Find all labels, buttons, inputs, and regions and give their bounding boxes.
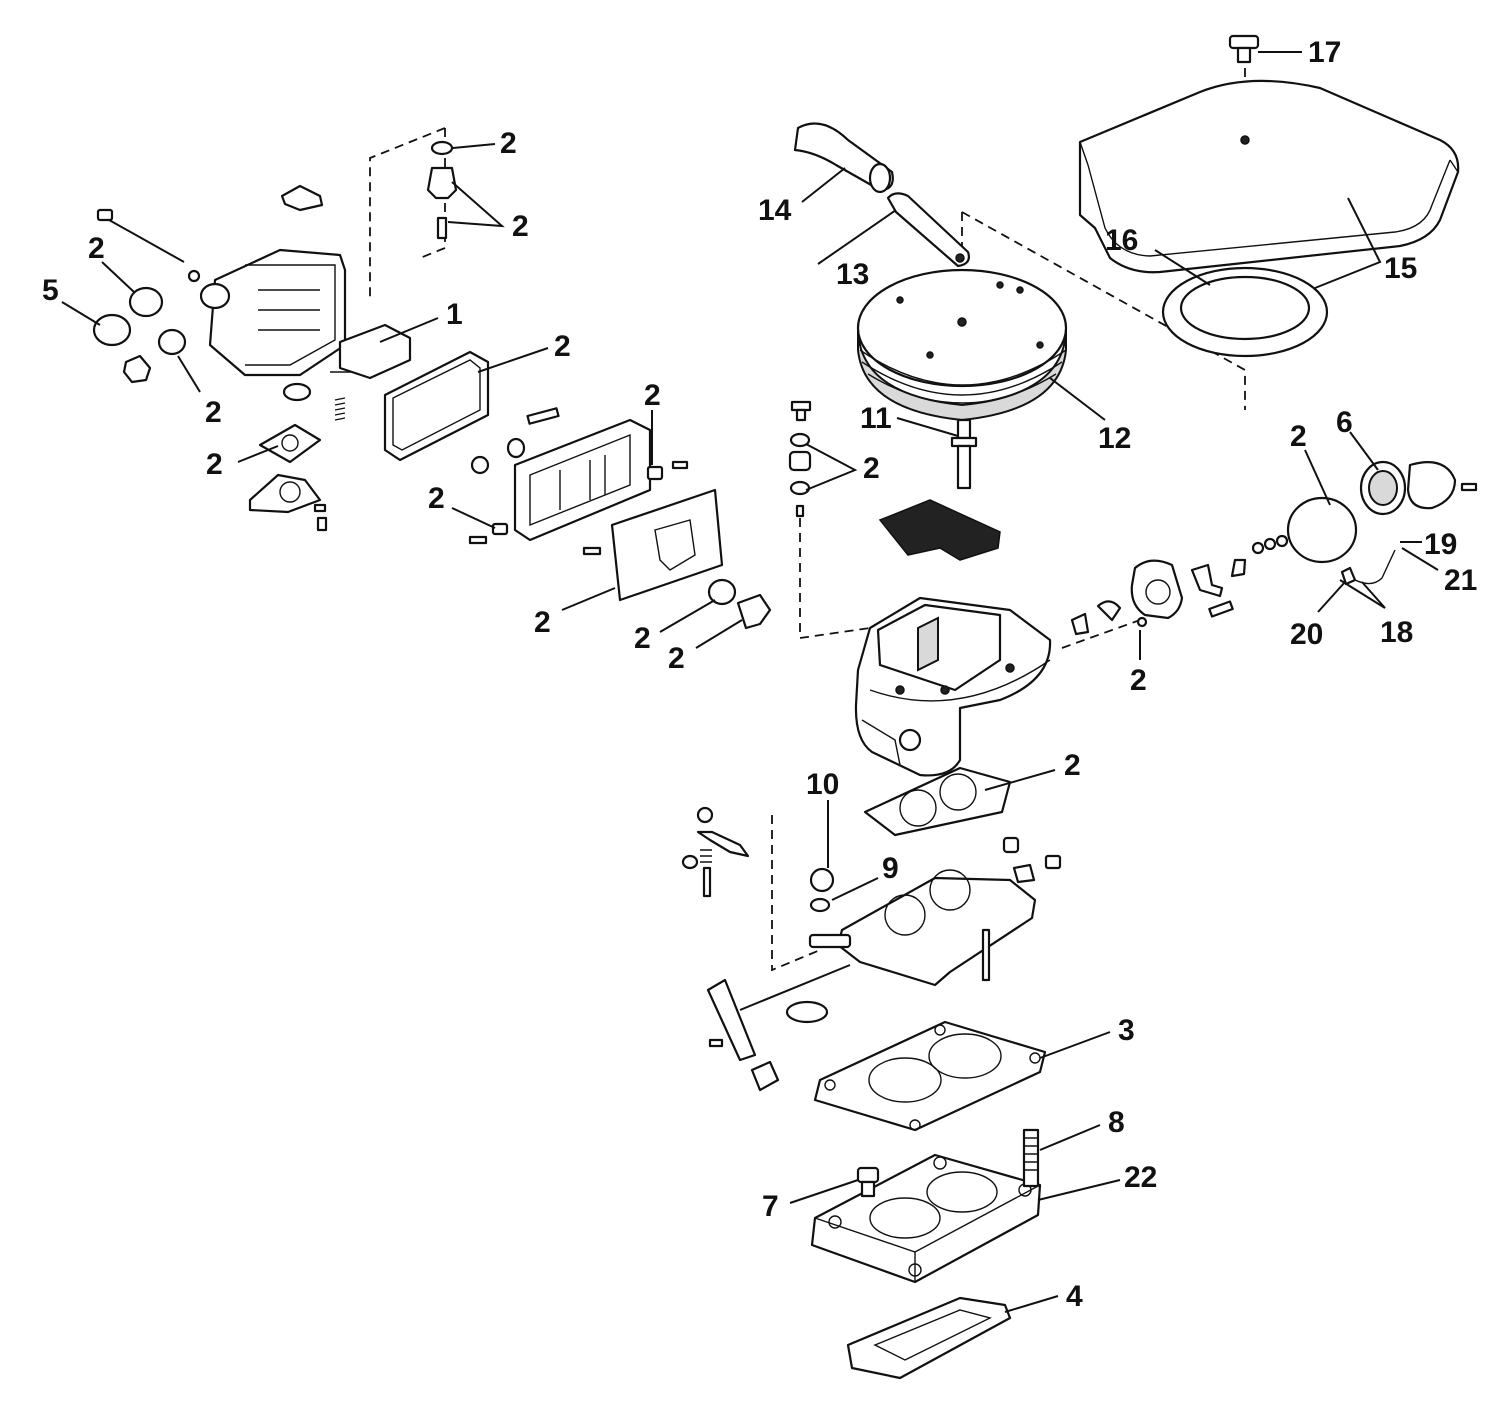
air-cleaner-gasket — [1161, 266, 1329, 358]
callout-2-l: 2 — [863, 452, 880, 485]
callout-2-j: 2 — [634, 622, 651, 655]
needle-seat — [426, 140, 458, 240]
callout-7: 7 — [762, 1190, 779, 1223]
callout-18: 18 — [1380, 616, 1413, 649]
metering-block — [513, 407, 652, 542]
callout-2-i: 2 — [534, 606, 551, 639]
callout-12: 12 — [1098, 422, 1131, 455]
choke-housing — [1070, 534, 1289, 636]
callout-2-m: 2 — [1290, 420, 1307, 453]
float — [330, 323, 412, 380]
callout-2-n: 2 — [1130, 664, 1147, 697]
flame-arrestor-plate — [878, 499, 1001, 561]
pump-diaphragm-parts — [248, 382, 346, 532]
clip — [280, 184, 324, 212]
carburetor-body — [854, 596, 1052, 777]
bottom-gasket — [846, 1296, 1012, 1380]
callout-21: 21 — [1444, 564, 1477, 597]
callout-13: 13 — [836, 258, 869, 291]
callout-2-k: 2 — [668, 642, 685, 675]
leader-lines — [61, 51, 1439, 1313]
power-valve — [707, 578, 772, 630]
callout-5: 5 — [42, 274, 59, 307]
plate-gasket — [610, 488, 724, 602]
small-screws-group — [468, 437, 689, 556]
left-fittings — [92, 269, 201, 384]
air-cleaner-element — [856, 268, 1068, 422]
callout-10: 10 — [806, 768, 839, 801]
hose-bracket — [886, 192, 970, 268]
cover-screw — [1228, 34, 1260, 64]
callout-2-g: 2 — [644, 379, 661, 412]
callout-labels: 17 2 2 2 5 2 1 2 2 2 2 2 2 2 14 13 16 15… — [42, 36, 1477, 1313]
callout-19: 19 — [1424, 528, 1457, 561]
callout-17: 17 — [1308, 36, 1341, 69]
callout-9: 9 — [882, 852, 899, 885]
socket-screw — [856, 1166, 880, 1198]
air-cleaner-cover — [1078, 79, 1460, 274]
callout-15: 15 — [1384, 252, 1417, 285]
callout-2-c: 2 — [88, 232, 105, 265]
spacer-stud — [1022, 1128, 1040, 1188]
vent-hose — [793, 122, 894, 194]
callout-6: 6 — [1336, 406, 1353, 439]
callout-2-f: 2 — [206, 448, 223, 481]
base-gasket — [813, 1020, 1047, 1132]
top-gasket — [863, 766, 1012, 837]
callout-3: 3 — [1118, 1014, 1135, 1047]
fuel-bowl — [199, 248, 347, 377]
callout-20: 20 — [1290, 618, 1323, 651]
throttle-linkage — [681, 806, 1062, 1092]
callout-14: 14 — [758, 194, 792, 227]
callout-4: 4 — [1066, 1280, 1083, 1313]
stud — [950, 418, 978, 490]
callout-2-h: 2 — [428, 482, 445, 515]
callout-16: 16 — [1105, 224, 1138, 257]
callout-2-e: 2 — [554, 330, 571, 363]
callout-8: 8 — [1108, 1106, 1125, 1139]
callout-11: 11 — [860, 402, 892, 435]
callout-2-o: 2 — [1064, 749, 1081, 782]
callout-1: 1 — [446, 298, 463, 331]
bowl-gasket — [383, 350, 490, 462]
choke-cover-assembly — [1286, 460, 1478, 586]
callout-2-a: 2 — [500, 127, 517, 160]
callout-2-b: 2 — [512, 210, 529, 243]
choke-small-parts — [788, 400, 812, 518]
long-bowl-screw — [96, 208, 185, 263]
throttle-body — [808, 869, 1037, 987]
callout-22: 22 — [1124, 1161, 1157, 1194]
carb-spacer — [810, 1153, 1042, 1284]
callout-2-d: 2 — [205, 396, 222, 429]
